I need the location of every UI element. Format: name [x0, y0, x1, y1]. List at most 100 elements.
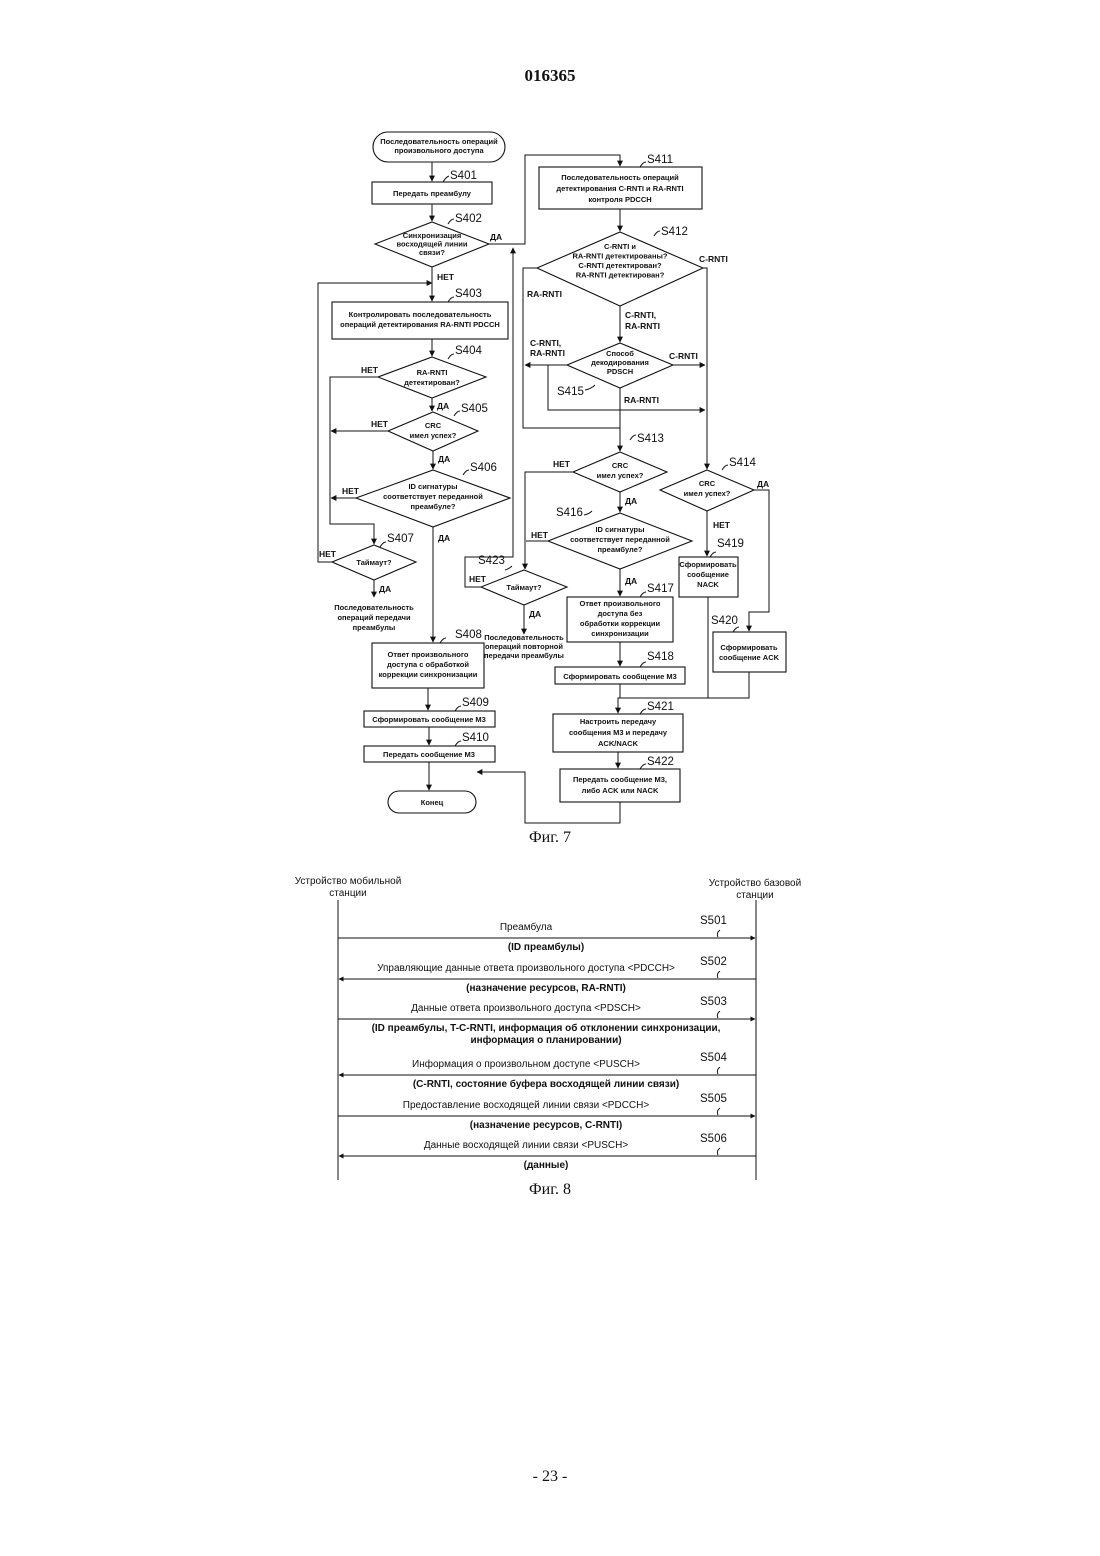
step-id-s422: S422: [647, 756, 674, 768]
text-s411: Последовательность операцийдетектировани…: [556, 173, 683, 204]
text-s403: Контролировать последовательностьопераци…: [340, 310, 500, 329]
step-id-s417: S417: [647, 583, 674, 595]
message-rows: Преамбула(ID преамбулы)S501Управляющие д…: [338, 915, 756, 1171]
mobile-station-label: Устройство мобильнойстанции: [295, 875, 402, 899]
figure-7-flowchart: Последовательность операцийпроизвольного…: [0, 120, 1100, 830]
figure-8-caption: Фиг. 8: [0, 1181, 1100, 1199]
message-s504: Информация о произвольном доступе <PUSCH…: [339, 1052, 756, 1090]
label-s423-yes: ДА: [529, 609, 541, 619]
message-step-id: S501: [700, 915, 727, 927]
message-detail: (назначение ресурсов, RA-RNTI): [466, 983, 626, 994]
box-s420: [713, 632, 786, 672]
label-s423-no: НЕТ: [469, 574, 487, 584]
message-step-tick: [717, 971, 720, 978]
step-id-s420: S420: [711, 615, 738, 627]
step-id-s407: S407: [387, 533, 414, 545]
label-s413-no: НЕТ: [553, 459, 571, 469]
text-s415: СпособдекодированияPDSCH: [591, 349, 649, 376]
step-id-s421: S421: [647, 701, 674, 713]
text-s408: Ответ произвольногодоступа с обработкойк…: [379, 650, 478, 679]
message-step-id: S502: [700, 956, 727, 968]
message-s506: Данные восходящей линии связи <PUSCH> (да…: [339, 1133, 756, 1171]
text-s419: СформироватьсообщениеNACK: [679, 560, 737, 589]
text-s405: CRCимел успех?: [410, 421, 457, 440]
text-s417: Ответ произвольногодоступа безобработки …: [580, 599, 661, 638]
message-s501: Преамбула(ID преамбулы)S501: [338, 915, 755, 953]
label-s414-yes: ДА: [757, 479, 769, 489]
text-s420: Сформироватьсообщение ACK: [719, 643, 780, 662]
step-id-s423: S423: [478, 555, 505, 567]
message-detail: (назначение ресурсов, C-RNTI): [470, 1120, 623, 1131]
step-id-s403: S403: [455, 288, 482, 300]
label-repeat-seq: Последовательностьопераций повторнойпере…: [484, 633, 564, 660]
step-id-s411: S411: [647, 154, 673, 166]
start-text: Последовательность операцийпроизвольного…: [380, 137, 498, 155]
label-s414-no: НЕТ: [713, 520, 731, 530]
step-id-s408: S408: [455, 629, 482, 641]
step-id-s402: S402: [455, 213, 482, 225]
message-s502: Управляющие данные ответа произвольного …: [339, 956, 756, 994]
label-s405-yes: ДА: [438, 454, 450, 464]
text-s406: ID сигнатурысоответствует переданнойпреа…: [383, 482, 483, 511]
step-id-s414: S414: [729, 457, 756, 469]
message-step-tick: [717, 1011, 720, 1018]
step-id-s415: S415: [557, 386, 584, 398]
figure-8-sequence-diagram: Устройство мобильнойстанции Устройство б…: [0, 868, 1100, 1180]
message-title: Данные ответа произвольного доступа <PDS…: [411, 1003, 641, 1014]
message-step-id: S506: [700, 1133, 727, 1145]
text-s421: Настроить передачусообщения М3 и передач…: [569, 717, 668, 748]
label-s416-no: НЕТ: [531, 530, 549, 540]
message-detail: (данные): [524, 1160, 569, 1171]
text-s418: Сформировать сообщение М3: [563, 672, 677, 681]
step-id-s406: S406: [470, 462, 497, 474]
message-step-tick: [717, 930, 720, 937]
message-s505: Предоставление восходящей линии связи <P…: [338, 1093, 755, 1131]
label-s406-no: НЕТ: [342, 486, 360, 496]
label-s412-c-rnti: C-RNTI: [699, 254, 728, 264]
step-id-s412: S412: [661, 226, 688, 238]
message-title: Данные восходящей линии связи <PUSCH>: [424, 1140, 628, 1151]
label-s415-both: C-RNTI,RA-RNTI: [530, 338, 565, 358]
message-title: Преамбула: [500, 921, 553, 933]
step-id-s418: S418: [647, 651, 674, 663]
text-s402: Синхронизациявосходящей линиисвязи?: [397, 231, 468, 257]
step-id-s416: S416: [556, 507, 583, 519]
text-s409: Сформировать сообщение М3: [372, 715, 486, 724]
text-s413: CRCимел успех?: [597, 461, 644, 480]
text-s401: Передать преамбулу: [393, 189, 472, 198]
text-s412: C-RNTI иRA-RNTI детектированы?C-RNTI дет…: [573, 242, 668, 280]
text-s423: Таймаут?: [506, 583, 542, 592]
base-station-label: Устройство базовойстанции: [709, 877, 801, 901]
figure-7-caption: Фиг. 7: [0, 829, 1100, 847]
document-number: 016365: [0, 66, 1100, 86]
step-id-s419: S419: [717, 538, 744, 550]
label-s404-no: НЕТ: [361, 365, 379, 375]
text-s416: ID сигнатурысоответствует переданнойпреа…: [570, 525, 670, 554]
page-number: - 23 -: [0, 1468, 1100, 1486]
step-id-s404: S404: [455, 345, 482, 357]
message-step-tick: [717, 1148, 720, 1155]
message-title: Информация о произвольном доступе <PUSCH…: [412, 1058, 640, 1070]
message-title: Управляющие данные ответа произвольного …: [377, 963, 675, 974]
message-step-tick: [717, 1108, 720, 1115]
label-s416-yes: ДА: [625, 576, 637, 586]
step-id-s401: S401: [450, 170, 477, 182]
label-s402-yes: ДА: [490, 232, 502, 242]
text-s407: Таймаут?: [356, 558, 392, 567]
label-s412-ra-rnti: RA-RNTI: [527, 289, 562, 299]
step-id-s405: S405: [461, 403, 488, 415]
label-retransmit-seq: Последовательностьопераций передачипреам…: [334, 603, 414, 632]
label-s407-yes: ДА: [379, 584, 391, 594]
text-s414: CRCимел успех?: [684, 479, 731, 498]
end-text: Конец: [421, 798, 444, 807]
label-s412-both: C-RNTI,RA-RNTI: [625, 310, 660, 331]
label-s402-no: НЕТ: [437, 272, 455, 282]
label-s407-no: НЕТ: [319, 549, 337, 559]
label-s405-no: НЕТ: [371, 419, 389, 429]
step-id-s409: S409: [462, 697, 489, 709]
text-s410: Передать сообщение М3: [383, 750, 475, 759]
text-s422: Передать сообщение М3,либо ACK или NACK: [573, 775, 667, 795]
message-step-id: S504: [700, 1052, 727, 1064]
step-id-s410: S410: [462, 732, 489, 744]
message-detail: (C-RNTI, состояние буфера восходящей лин…: [413, 1078, 679, 1090]
